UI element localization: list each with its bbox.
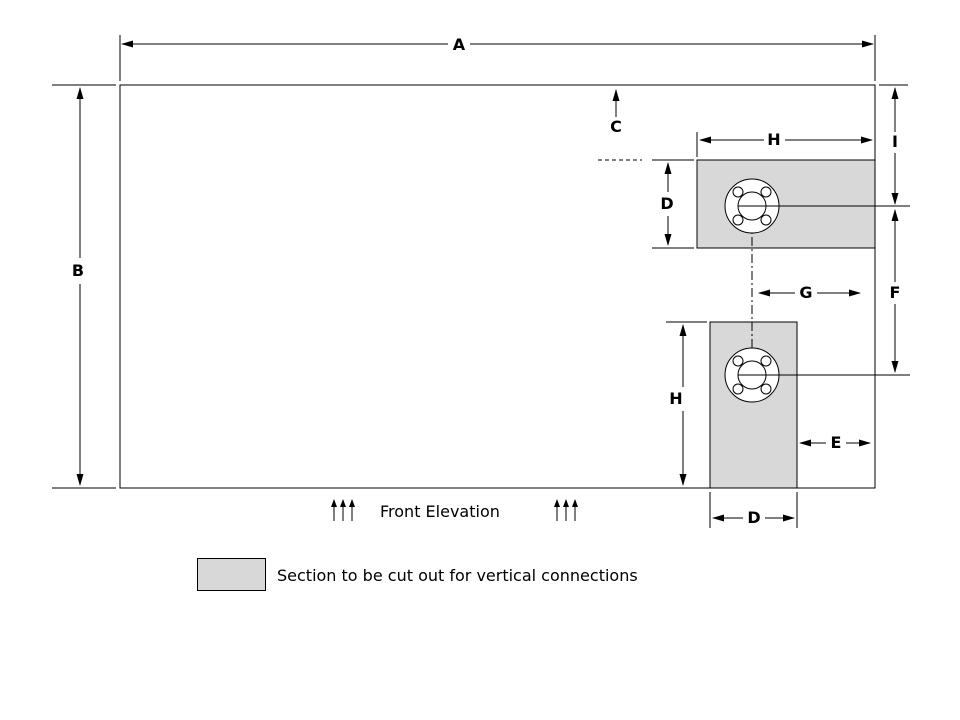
dim-label-g: G xyxy=(799,283,813,302)
dim-label-f: F xyxy=(889,283,901,302)
drawing-title: Front Elevation xyxy=(380,502,500,521)
legend-swatch xyxy=(197,558,266,591)
upper-cutout-section xyxy=(696,159,876,249)
upper-flange-icon xyxy=(724,178,910,234)
dim-label-d-bottom: D xyxy=(747,508,761,527)
legend-text: Section to be cut out for vertical conne… xyxy=(277,566,638,585)
dim-label-a: A xyxy=(452,35,466,54)
dimension-c xyxy=(598,89,642,161)
dim-label-d-upper: D xyxy=(660,194,674,213)
extension-lines xyxy=(52,35,908,528)
panel-outline xyxy=(119,84,876,489)
dim-label-h-top: H xyxy=(767,130,781,149)
dim-label-h-lower: H xyxy=(669,389,683,408)
dim-label-c: C xyxy=(610,117,622,136)
lower-cutout-section xyxy=(709,321,798,489)
hatch-marks-right xyxy=(554,499,578,521)
lower-flange-icon xyxy=(724,347,910,403)
dim-label-b: B xyxy=(71,261,85,280)
hatch-marks-left xyxy=(331,499,355,521)
dimension-h-top xyxy=(696,132,873,157)
dim-label-i: I xyxy=(892,132,898,151)
dim-label-e: E xyxy=(830,433,842,452)
